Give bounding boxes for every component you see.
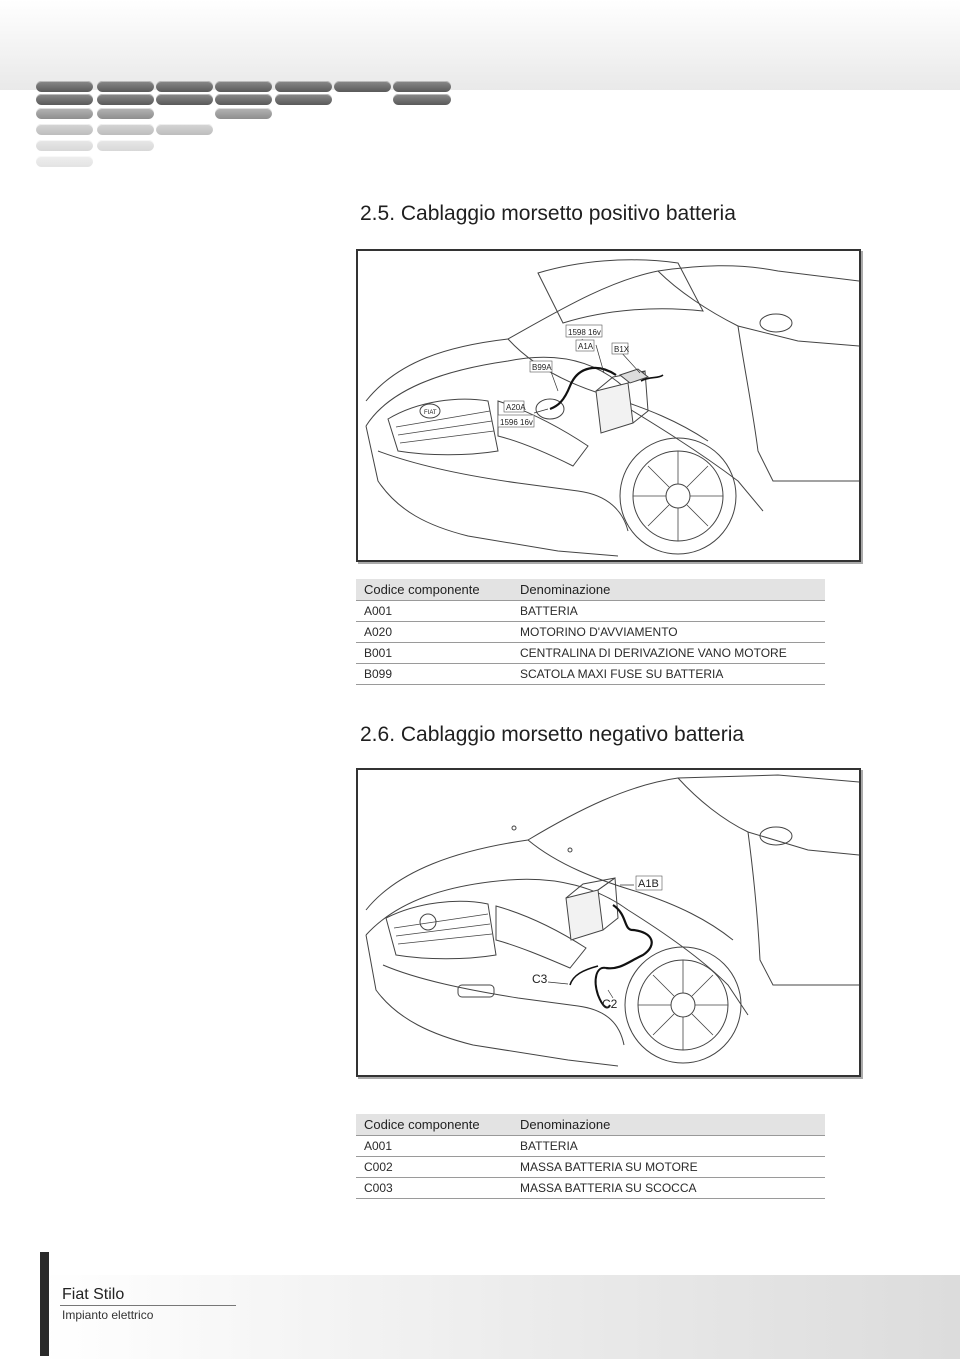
table-row: C002 MASSA BATTERIA SU MOTORE <box>356 1156 825 1178</box>
component-name: MASSA BATTERIA SU MOTORE <box>512 1156 825 1178</box>
component-name: BATTERIA <box>512 1135 825 1157</box>
label-b99a: B99A <box>532 363 552 372</box>
component-code: B099 <box>356 663 512 685</box>
table-row: B001 CENTRALINA DI DERIVAZIONE VANO MOTO… <box>356 642 825 664</box>
column-header-name: Denominazione <box>512 579 825 601</box>
column-header-name: Denominazione <box>512 1114 825 1136</box>
section-heading-negative: 2.6. Cablaggio morsetto negativo batteri… <box>360 723 745 746</box>
fiat-badge-logo: FIAT <box>424 410 437 416</box>
footer-subtitle: Impianto elettrico <box>62 1308 154 1322</box>
component-table-negative: Codice componente Denominazione A001 BAT… <box>356 1114 825 1199</box>
component-code: A001 <box>356 600 512 622</box>
diagram-negative-wiring: A1B C3 C2 <box>356 768 861 1077</box>
component-code: A020 <box>356 621 512 643</box>
footer-accent-bar <box>40 1252 49 1356</box>
footer-band <box>40 1275 960 1359</box>
footer-divider <box>60 1305 236 1306</box>
label-1596: 1596 16v <box>500 418 533 427</box>
table-row: A001 BATTERIA <box>356 1135 825 1157</box>
column-header-code: Codice componente <box>356 579 512 601</box>
header-band <box>0 0 960 90</box>
component-name: MOTORINO D'AVVIAMENTO <box>512 621 825 643</box>
diagram-positive-wiring: 1598 16v A1A B1X B99A A20A 1596 16v FIAT <box>356 249 861 562</box>
component-code: B001 <box>356 642 512 664</box>
component-code: A001 <box>356 1135 512 1157</box>
component-name: MASSA BATTERIA SU SCOCCA <box>512 1177 825 1199</box>
label-a1a: A1A <box>578 342 594 351</box>
table-row: B099 SCATOLA MAXI FUSE SU BATTERIA <box>356 663 825 685</box>
component-code: C002 <box>356 1156 512 1178</box>
label-1598: 1598 16v <box>568 328 601 337</box>
label-b1x: B1X <box>614 345 630 354</box>
label-c3: C3 <box>532 972 548 986</box>
table-row: A001 BATTERIA <box>356 600 825 622</box>
component-table-positive: Codice componente Denominazione A001 BAT… <box>356 579 825 685</box>
label-c2: C2 <box>602 997 618 1011</box>
component-name: BATTERIA <box>512 600 825 622</box>
label-a1b: A1B <box>638 878 659 890</box>
component-name: CENTRALINA DI DERIVAZIONE VANO MOTORE <box>512 642 825 664</box>
table-row: A020 MOTORINO D'AVVIAMENTO <box>356 621 825 643</box>
section-heading-positive: 2.5. Cablaggio morsetto positivo batteri… <box>360 202 736 225</box>
label-a20a: A20A <box>506 403 526 412</box>
component-code: C003 <box>356 1177 512 1199</box>
component-name: SCATOLA MAXI FUSE SU BATTERIA <box>512 663 825 685</box>
footer-title: Fiat Stilo <box>62 1286 125 1303</box>
table-row: C003 MASSA BATTERIA SU SCOCCA <box>356 1177 825 1199</box>
column-header-code: Codice componente <box>356 1114 512 1136</box>
